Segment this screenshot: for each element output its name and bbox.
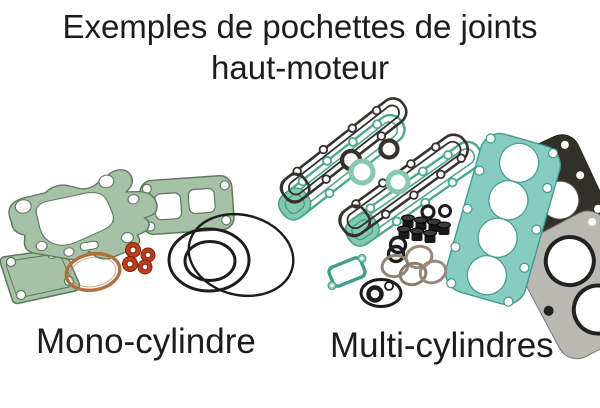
multi-cylinder-gasket-set	[277, 97, 600, 360]
copper-ring-gasket	[64, 251, 122, 293]
black-oring-2	[438, 204, 452, 218]
cam-ring-teal2	[385, 169, 411, 195]
black-double-ring	[167, 227, 251, 293]
black-oring-3	[388, 235, 408, 255]
metal-rings	[380, 244, 448, 287]
cam-ring-teal	[348, 158, 376, 186]
caption-multi-cylindres: Multi-cylindres	[330, 326, 554, 365]
black-oring-4	[386, 244, 406, 264]
large-oring	[187, 212, 295, 298]
small-teal-gasket	[327, 253, 367, 291]
title-line2: haut-moteur	[211, 49, 389, 86]
red-orings	[122, 242, 156, 275]
head-gasket-teal-4cyl	[445, 132, 561, 307]
title-line1: Exemples de pochettes de joints	[62, 8, 538, 45]
head-gasket-grey	[514, 210, 600, 360]
cylinder-head-gasket-green	[8, 169, 158, 261]
black-oring-1	[420, 204, 436, 220]
caption-mono-cylindre: Mono-cylindre	[36, 322, 256, 361]
mono-cylinder-gasket-set	[0, 169, 295, 305]
valve-stem-seals	[397, 214, 451, 243]
crank-seal	[359, 278, 403, 308]
cam-ring-dark2	[378, 138, 400, 160]
page-title: Exemples de pochettes de joints haut-mot…	[0, 6, 600, 88]
